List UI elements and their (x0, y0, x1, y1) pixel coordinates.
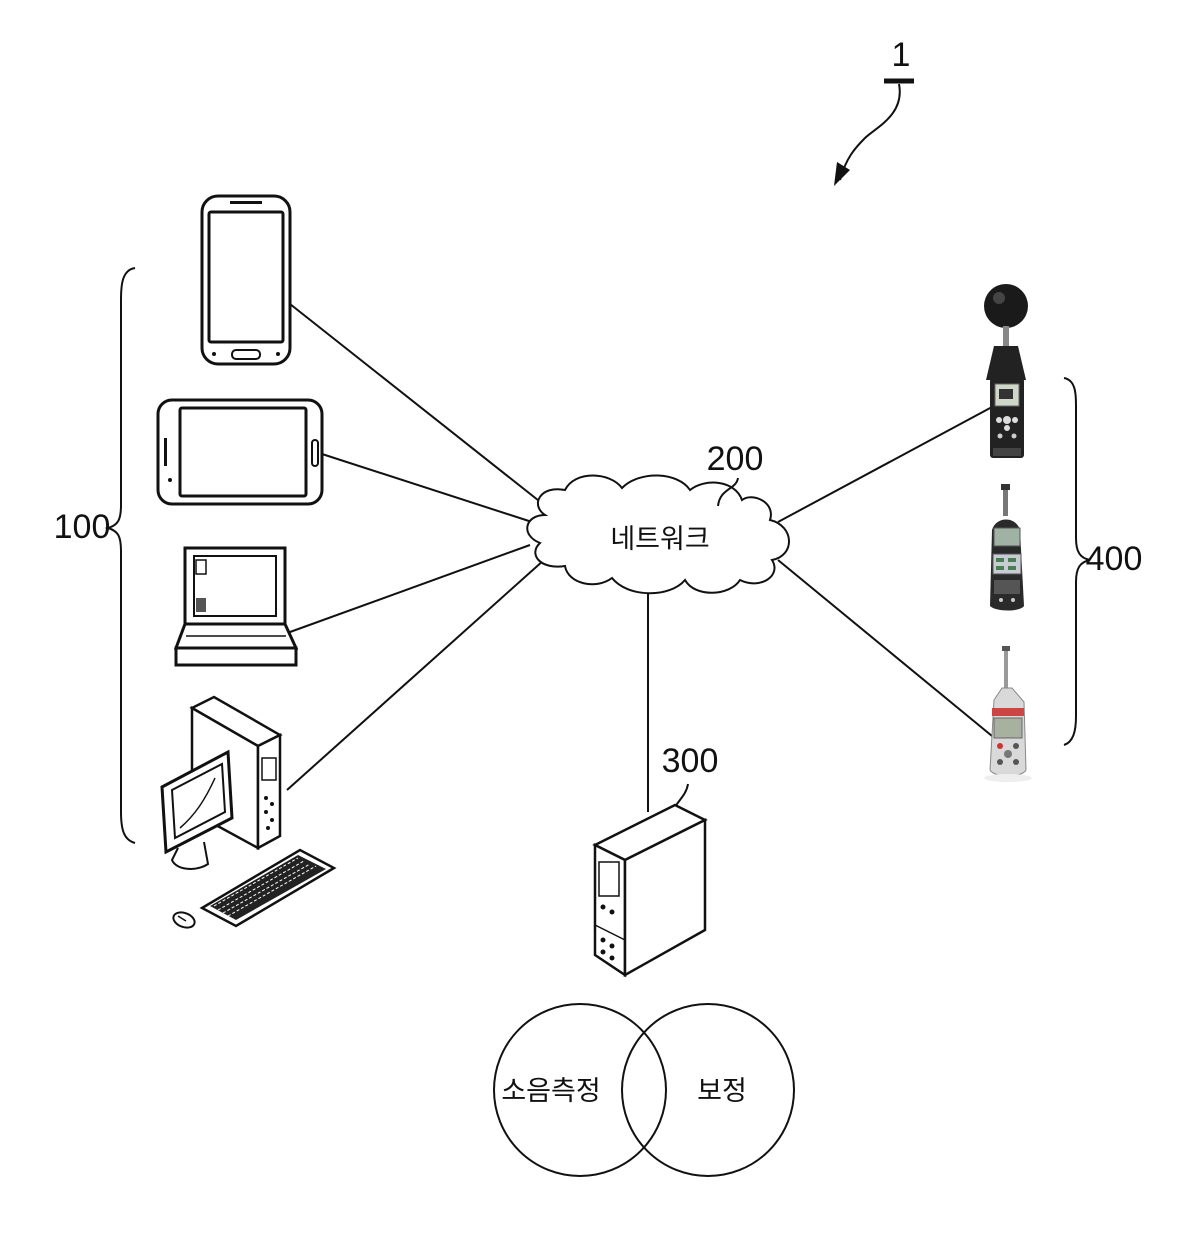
link-meter-1 (778, 407, 992, 522)
laptop-icon (176, 548, 296, 665)
sound-level-meter-icon (990, 484, 1024, 611)
link-meter-2 (778, 560, 992, 736)
sound-level-meter-icon (984, 646, 1032, 782)
server-reference: 300 (662, 742, 719, 780)
server-tower-icon (595, 805, 705, 975)
link-laptop (290, 545, 530, 632)
system-reference: 1 (834, 36, 914, 186)
function-venn: 소음측정 보정 (494, 1004, 794, 1176)
meters-brace: 400 (1064, 378, 1142, 745)
desktop-computer-icon (162, 697, 334, 930)
system-arrowhead-icon (834, 162, 850, 186)
system-label: 1 (892, 36, 911, 74)
sound-level-meter-icon (984, 284, 1028, 458)
smartphone-icon (202, 196, 290, 364)
link-smartphone (290, 304, 548, 508)
calibration-label: 보정 (697, 1076, 747, 1107)
system-arrow-line (840, 84, 900, 180)
network-reference: 200 (707, 440, 764, 478)
server-group: 300 (595, 742, 718, 975)
clients-brace-line (108, 268, 135, 843)
noise-measurement-label: 소음측정 (501, 1076, 600, 1107)
network-label: 네트워크 (610, 524, 709, 555)
meters-reference: 400 (1086, 540, 1143, 578)
link-tablet (322, 454, 532, 522)
clients-brace: 100 (54, 268, 135, 843)
network-cloud: 네트워크 200 (527, 440, 789, 593)
clients-reference: 100 (54, 508, 111, 546)
link-desktop (287, 560, 544, 790)
tablet-icon (158, 400, 322, 504)
